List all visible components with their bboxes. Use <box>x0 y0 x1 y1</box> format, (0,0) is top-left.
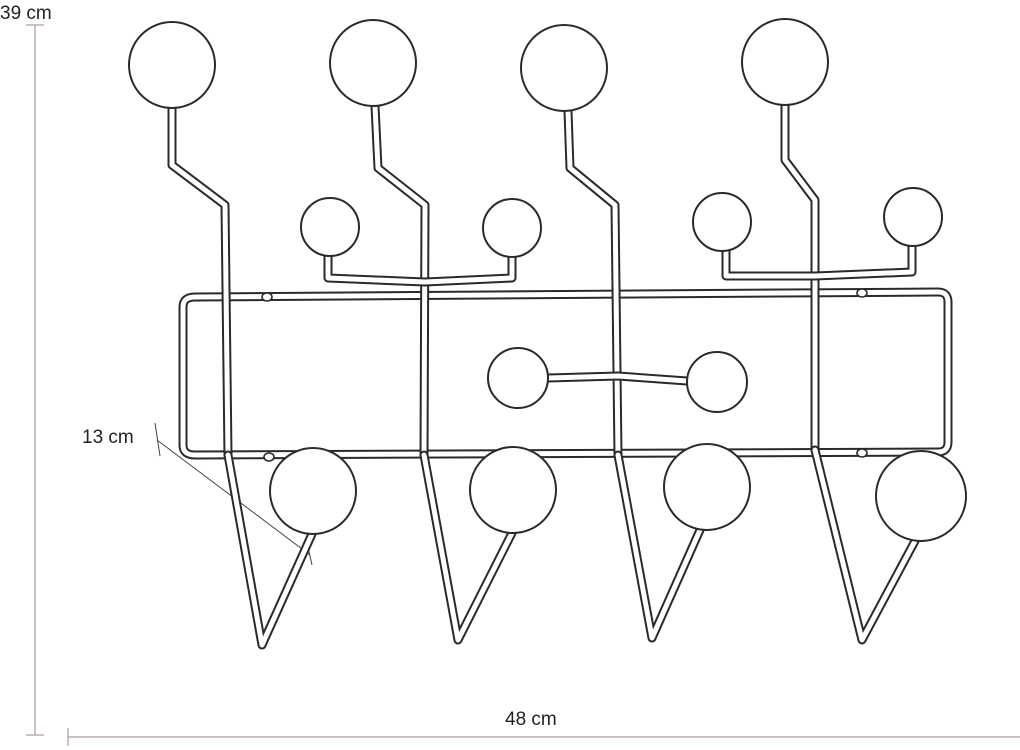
mounting-clips <box>261 288 868 462</box>
small-ball-4 <box>883 187 943 247</box>
wire-leg-2-inner <box>421 452 515 643</box>
top-ball-1 <box>128 21 216 109</box>
hook-balls <box>128 18 967 542</box>
bottom-ball-3 <box>663 443 751 531</box>
clip-top-left <box>261 292 273 302</box>
small-ball-2 <box>482 198 542 258</box>
small-ball-3 <box>692 192 752 252</box>
top-ball-4 <box>741 18 829 106</box>
depth-label: 13 cm <box>82 427 134 448</box>
middle-ball-left <box>487 347 549 409</box>
wire-leg-4-inner <box>812 447 918 643</box>
wire-small-arm-right-inner <box>723 243 915 279</box>
small-ball-1 <box>300 197 360 257</box>
wire-outer-frame-inner <box>180 289 951 458</box>
middle-ball-right <box>686 351 748 413</box>
wire-frame <box>167 100 953 650</box>
wire-small-arm-left-inner <box>325 253 515 285</box>
top-ball-2 <box>329 19 417 107</box>
wire-leg-3-inner <box>615 452 703 641</box>
height-label: 39 cm <box>0 3 52 24</box>
top-ball-3 <box>520 24 608 112</box>
wire-middle-arm-inner <box>545 373 690 384</box>
clip-top-right <box>856 288 868 298</box>
wire-stem-4-inner <box>782 102 818 453</box>
clip-bottom-right <box>856 448 868 458</box>
wire-stem-3 <box>563 106 623 460</box>
width-label: 48 cm <box>505 709 557 730</box>
clip-bottom-left <box>263 452 275 462</box>
wire-stem-1-inner <box>169 105 231 458</box>
height-dimension: 39 cm <box>0 3 52 736</box>
wire-stem-3-inner <box>565 108 621 458</box>
wire-leg-1-inner <box>225 452 315 648</box>
width-dimension: 48 cm <box>67 709 1020 746</box>
wire-stem-2-inner <box>372 103 428 458</box>
bottom-ball-1 <box>269 447 357 535</box>
bottom-ball-4 <box>875 450 967 542</box>
bottom-ball-2 <box>469 446 557 534</box>
